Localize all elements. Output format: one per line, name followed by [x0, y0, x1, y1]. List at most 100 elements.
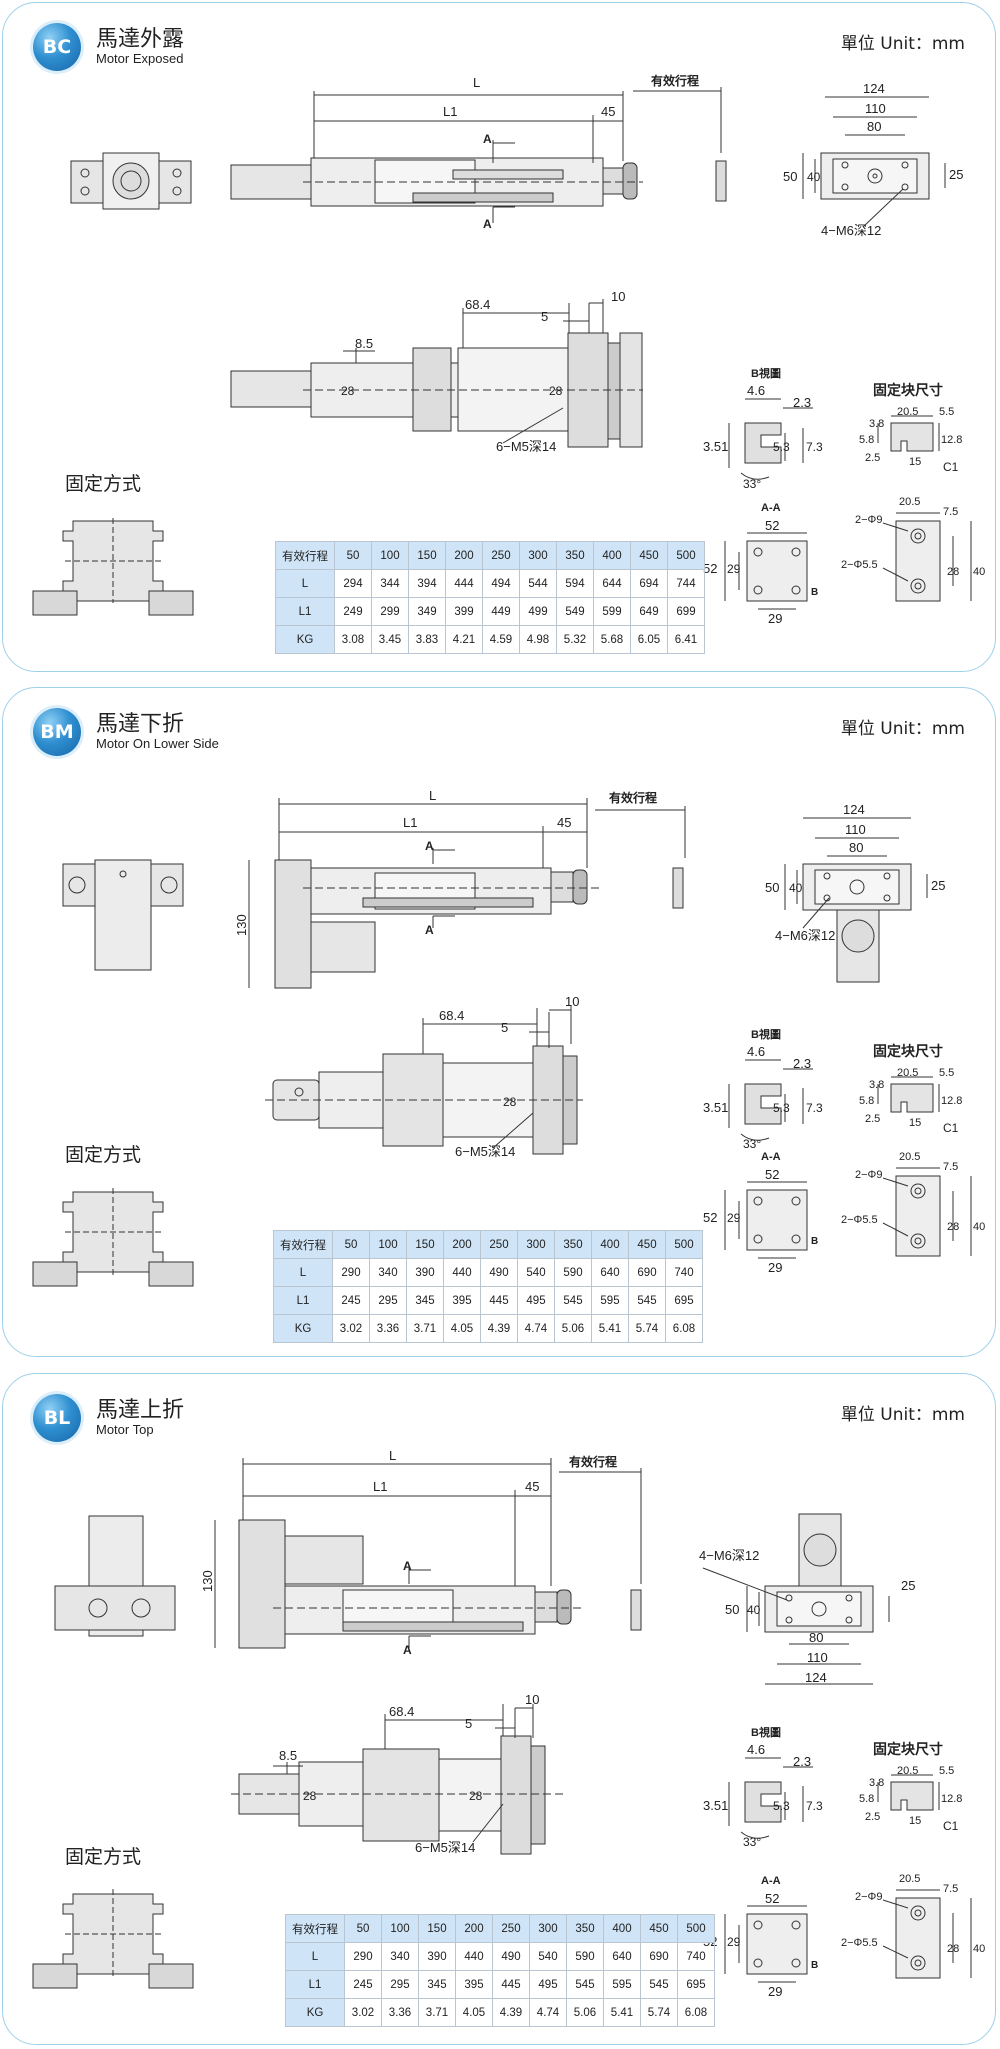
dim-40: 40 — [807, 170, 821, 184]
dim-2-5: 2.5 — [865, 1113, 880, 1125]
dim-2-5: 2.5 — [865, 1811, 880, 1823]
top-view-drawing — [231, 1704, 563, 1855]
dim-7-5: 7.5 — [943, 1883, 958, 1895]
unit-label: 單位 Unit：mm — [840, 1405, 965, 1425]
dim-40: 40 — [789, 881, 803, 895]
side-view-drawing — [214, 1458, 642, 1649]
technical-drawing: L L1 45 有效行程 A A 68.4 10 5 8.5 28 28 6 — [32, 73, 985, 626]
dim-50: 50 — [725, 1602, 739, 1617]
mounting-foot-drawing — [32, 1188, 194, 1287]
dim-5-5: 5.5 — [939, 406, 954, 418]
dim-20-5: 20.5 — [899, 1151, 920, 1163]
b-view-drawing — [728, 1757, 813, 1839]
dim-7-5: 7.5 — [943, 506, 958, 518]
section-a-mark: A — [483, 217, 492, 231]
dim-10: 10 — [611, 289, 625, 304]
dim-3-51: 3.51 — [703, 1798, 728, 1813]
section-a-mark: A — [403, 1559, 412, 1573]
dim-29: 29 — [727, 1935, 741, 1949]
dim-80: 80 — [867, 119, 881, 134]
dim-3-51: 3.51 — [703, 1100, 728, 1115]
dim-5-5: 5.5 — [939, 1765, 954, 1777]
dim-7-3: 7.3 — [806, 440, 823, 454]
section-title-zh: 馬達上折 — [96, 1398, 185, 1423]
dim-33-deg: 33° — [743, 477, 761, 491]
section-aa-drawing — [724, 532, 808, 610]
b-mark: B — [811, 1236, 818, 1247]
dim-20-5: 20.5 — [899, 1873, 920, 1885]
dim-2-3: 2.3 — [793, 395, 811, 410]
dim-c1: C1 — [943, 1819, 959, 1833]
dim-stroke: 有效行程 — [651, 73, 699, 88]
dim-52: 52 — [765, 1167, 779, 1182]
section-badge: BL — [33, 1394, 81, 1442]
dim-phi5-5: 2−Φ5.5 — [841, 1214, 878, 1226]
dim-8-5: 8.5 — [279, 1748, 297, 1763]
dim-3-8: 3.8 — [869, 1079, 884, 1091]
dim-68-4: 68.4 — [465, 297, 490, 312]
dim-2-3: 2.3 — [793, 1754, 811, 1769]
section-title-en: Motor On Lower Side — [96, 736, 219, 751]
dim-20-5: 20.5 — [897, 406, 918, 418]
dim-28: 28 — [503, 1095, 517, 1109]
dim-c1: C1 — [943, 460, 959, 474]
top-view-drawing — [265, 1006, 583, 1155]
dim-52: 52 — [703, 561, 717, 576]
dim-68-4: 68.4 — [389, 1704, 414, 1719]
dim-110: 110 — [807, 1650, 828, 1665]
dim-45: 45 — [557, 815, 571, 830]
dim-80: 80 — [849, 840, 863, 855]
end-flange-drawing — [702, 1513, 890, 1685]
fixing-block-title: 固定块尺寸 — [873, 382, 943, 398]
dim-phi9: 2−Φ9 — [855, 514, 882, 526]
dim-110: 110 — [845, 822, 866, 837]
b-view-label: B視圖 — [751, 1725, 781, 1739]
dim-c1: C1 — [943, 1121, 959, 1135]
mounting-method-label: 固定方式 — [65, 1846, 142, 1868]
dim-5-3: 5.3 — [773, 1101, 790, 1115]
dim-28: 28 — [469, 1789, 483, 1803]
dim-3-8: 3.8 — [869, 1777, 884, 1789]
b-view-drawing — [728, 398, 813, 480]
dim-52: 52 — [765, 1891, 779, 1906]
dim-29: 29 — [768, 611, 782, 626]
dim-45: 45 — [525, 1479, 539, 1494]
end-flange-drawing — [802, 96, 946, 228]
end-view-drawing — [54, 1515, 176, 1637]
dim-7-3: 7.3 — [806, 1799, 823, 1813]
dim-28: 28 — [341, 384, 355, 398]
side-view-drawing — [248, 798, 686, 989]
section-badge: BC — [33, 23, 81, 71]
section-a-mark: A — [425, 923, 434, 937]
dim-28: 28 — [303, 1789, 317, 1803]
end-view-drawing — [62, 859, 184, 971]
dim-3-51: 3.51 — [703, 439, 728, 454]
dim-130: 130 — [200, 1570, 215, 1592]
fixing-block-drawing — [877, 1774, 972, 1979]
dim-25: 25 — [931, 878, 945, 893]
dim-28: 28 — [947, 1943, 959, 1955]
dim-40: 40 — [747, 1603, 761, 1617]
dim-L1: L1 — [403, 815, 417, 830]
technical-drawing: L L1 45 有效行程 130 A A 68.4 10 5 28 6−M5深1… — [32, 788, 985, 1287]
section-bm: BM 馬達下折 Motor On Lower Side 單位 Unit：mm 固… — [2, 687, 996, 1357]
section-aa-drawing — [724, 1181, 808, 1259]
dim-5: 5 — [501, 1020, 508, 1035]
dim-40: 40 — [973, 1943, 985, 1955]
dim-52: 52 — [765, 518, 779, 533]
dim-4-6: 4.6 — [747, 383, 765, 398]
dim-40: 40 — [973, 566, 985, 578]
dim-15: 15 — [909, 456, 921, 468]
dim-4-6: 4.6 — [747, 1044, 765, 1059]
dim-40: 40 — [973, 1221, 985, 1233]
mounting-method-label: 固定方式 — [65, 1144, 142, 1166]
dim-5-8: 5.8 — [859, 1793, 874, 1805]
